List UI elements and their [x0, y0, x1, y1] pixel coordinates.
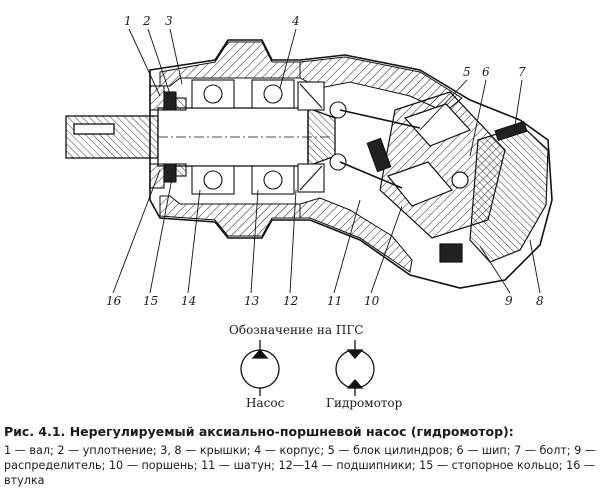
callout-13: 13	[244, 294, 260, 308]
callout-15: 15	[143, 294, 158, 308]
callout-6: 6	[482, 65, 490, 79]
housing-walls-hatched	[159, 41, 463, 273]
callout-numbers: 1 2 3 4 5 6 7 8 9 10 11 12 13 14 15 16	[106, 14, 544, 308]
callout-12: 12	[283, 294, 298, 308]
front-cover-and-seal	[149, 85, 187, 189]
pump-cross-section-drawing: 1 2 3 4 5 6 7 8 9 10 11 12 13 14 15 16 О…	[65, 14, 553, 410]
callout-8: 8	[536, 294, 544, 308]
caption-legend: 1 — вал; 2 — уплотнение; 3, 8 — крышки; …	[4, 443, 605, 488]
callout-11: 11	[327, 294, 342, 308]
figure-caption: Рис. 4.1. Нерегулируемый аксиально-поршн…	[4, 424, 605, 488]
callout-16: 16	[106, 294, 122, 308]
symbols-heading: Обозначение на ПГС	[229, 323, 364, 337]
caption-title: Рис. 4.1. Нерегулируемый аксиально-поршн…	[4, 424, 605, 439]
callout-5: 5	[463, 65, 471, 79]
pump-label: Насос	[246, 396, 285, 410]
housing-body	[149, 39, 553, 289]
pump-symbol	[240, 340, 280, 396]
callout-4: 4	[291, 14, 300, 28]
shaft	[65, 107, 336, 167]
callout-10: 10	[364, 294, 380, 308]
callout-7: 7	[518, 65, 526, 79]
bearings	[191, 79, 347, 195]
caption-legend-text: 1 — вал; 2 — уплотнение; 3, 8 — крышки; …	[4, 444, 597, 487]
callout-1: 1	[124, 14, 132, 28]
callout-3: 3	[165, 14, 173, 28]
motor-symbol	[335, 340, 375, 396]
caption-title-text: Нерегулируемый аксиально-поршневой насос…	[69, 424, 514, 439]
distributor-and-rear-cover	[439, 120, 549, 263]
motor-label: Гидромотор	[326, 396, 403, 410]
callout-14: 14	[181, 294, 196, 308]
caption-prefix: Рис. 4.1.	[4, 424, 66, 439]
leader-lines	[112, 28, 541, 294]
callout-9: 9	[505, 294, 513, 308]
callout-2: 2	[142, 14, 151, 28]
